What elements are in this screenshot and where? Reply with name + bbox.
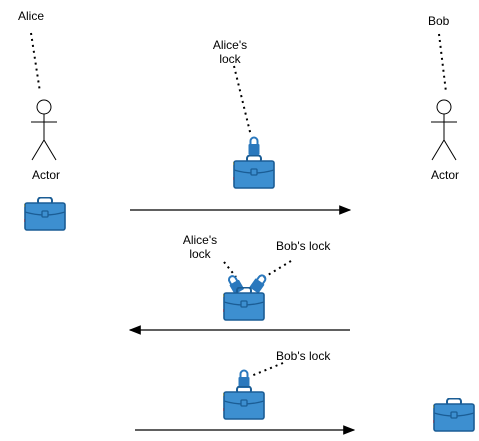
step1-alice-padlock-icon — [248, 136, 260, 156]
alice-stick-figure-icon — [31, 99, 57, 161]
alice-actor-caption: Actor — [31, 168, 60, 182]
step2-alice-padlock-icon — [224, 272, 246, 296]
alice-briefcase-icon — [24, 197, 66, 231]
step2-bob-lock-label: Bob's lock — [276, 239, 331, 253]
bob-stick-figure-icon — [431, 99, 457, 161]
step3-bob-lock-connector — [250, 362, 284, 377]
bob-actor-caption: Actor — [430, 168, 459, 182]
bob-name-label: Bob — [428, 14, 450, 28]
step3-bob-lock-label: Bob's lock — [276, 349, 331, 363]
bob-briefcase-icon — [433, 398, 475, 432]
bob-dotted-connector — [438, 33, 447, 93]
alice-name-label: Alice — [18, 9, 45, 23]
step3-briefcase-icon — [223, 386, 265, 420]
step2-briefcase-icon — [223, 287, 265, 321]
step2-alice-lock-connector — [223, 261, 237, 278]
step1-alice-lock-connector — [233, 65, 252, 137]
step2-bob-lock-connector — [262, 260, 292, 279]
step3-bob-padlock-icon — [238, 369, 250, 389]
step1-alice-lock-label: Alice's lock — [212, 38, 248, 66]
step2-bob-padlock-icon — [248, 271, 270, 295]
alice-dotted-connector — [30, 32, 41, 93]
step2-alice-lock-label: Alice's lock — [182, 233, 218, 261]
step1-briefcase-icon — [233, 155, 275, 189]
